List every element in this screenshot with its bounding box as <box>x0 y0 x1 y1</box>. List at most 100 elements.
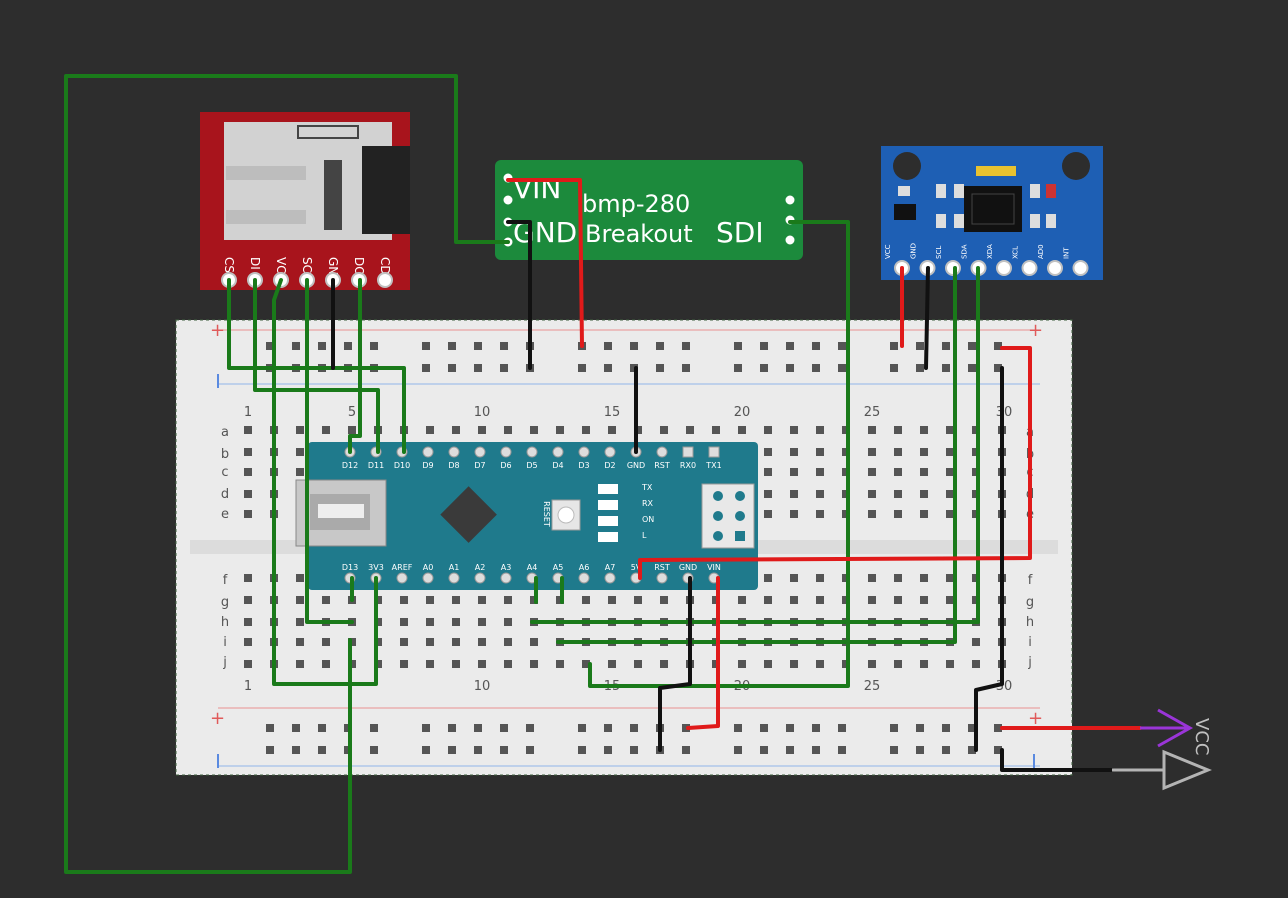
rail-hole[interactable] <box>994 342 1002 350</box>
breadboard-hole[interactable] <box>634 596 642 604</box>
breadboard-hole[interactable] <box>582 596 590 604</box>
breadboard-hole[interactable] <box>816 596 824 604</box>
breadboard-hole[interactable] <box>946 510 954 518</box>
breadboard-hole[interactable] <box>530 660 538 668</box>
breadboard-hole[interactable] <box>426 638 434 646</box>
breadboard-hole[interactable] <box>894 468 902 476</box>
rail-hole[interactable] <box>578 724 586 732</box>
breadboard-hole[interactable] <box>920 510 928 518</box>
breadboard-hole[interactable] <box>764 426 772 434</box>
rail-hole[interactable] <box>500 724 508 732</box>
rail-hole[interactable] <box>838 364 846 372</box>
nano-pin-d8[interactable] <box>448 446 460 458</box>
breadboard-hole[interactable] <box>816 510 824 518</box>
rail-hole[interactable] <box>682 746 690 754</box>
breadboard-hole[interactable] <box>738 596 746 604</box>
nano-pin-a2[interactable] <box>474 572 486 584</box>
breadboard-hole[interactable] <box>816 574 824 582</box>
rail-hole[interactable] <box>786 746 794 754</box>
imu-pin-ad0[interactable] <box>1047 260 1063 276</box>
breadboard-hole[interactable] <box>634 660 642 668</box>
rail-hole[interactable] <box>968 342 976 350</box>
breadboard-hole[interactable] <box>296 574 304 582</box>
breadboard-hole[interactable] <box>296 448 304 456</box>
breadboard-hole[interactable] <box>244 510 252 518</box>
breadboard-hole[interactable] <box>426 618 434 626</box>
rail-hole[interactable] <box>838 724 846 732</box>
breadboard-hole[interactable] <box>296 426 304 434</box>
breadboard-hole[interactable] <box>894 448 902 456</box>
breadboard-hole[interactable] <box>426 596 434 604</box>
breadboard-hole[interactable] <box>504 596 512 604</box>
breadboard-hole[interactable] <box>660 426 668 434</box>
rail-hole[interactable] <box>526 746 534 754</box>
rail-hole[interactable] <box>318 342 326 350</box>
breadboard-hole[interactable] <box>946 490 954 498</box>
wire-green[interactable] <box>348 278 362 454</box>
nano-pin-rx0[interactable] <box>682 446 694 458</box>
breadboard-hole[interactable] <box>816 660 824 668</box>
rail-hole[interactable] <box>838 342 846 350</box>
rail-hole[interactable] <box>812 364 820 372</box>
breadboard-hole[interactable] <box>972 638 980 646</box>
breadboard-hole[interactable] <box>946 426 954 434</box>
rail-hole[interactable] <box>500 342 508 350</box>
wire-green[interactable] <box>272 278 378 686</box>
breadboard-hole[interactable] <box>244 490 252 498</box>
breadboard-hole[interactable] <box>946 574 954 582</box>
rail-hole[interactable] <box>370 342 378 350</box>
breadboard-hole[interactable] <box>790 510 798 518</box>
breadboard-hole[interactable] <box>244 618 252 626</box>
rail-hole[interactable] <box>786 724 794 732</box>
breadboard-hole[interactable] <box>608 426 616 434</box>
breadboard-hole[interactable] <box>764 596 772 604</box>
breadboard-hole[interactable] <box>764 490 772 498</box>
rail-hole[interactable] <box>318 746 326 754</box>
wire-green[interactable] <box>64 74 510 874</box>
rail-hole[interactable] <box>474 746 482 754</box>
rail-hole[interactable] <box>786 342 794 350</box>
breadboard-hole[interactable] <box>920 574 928 582</box>
breadboard-hole[interactable] <box>790 468 798 476</box>
rail-hole[interactable] <box>994 724 1002 732</box>
breadboard-hole[interactable] <box>868 510 876 518</box>
rail-hole[interactable] <box>942 746 950 754</box>
breadboard-hole[interactable] <box>764 510 772 518</box>
breadboard-hole[interactable] <box>322 638 330 646</box>
rail-hole[interactable] <box>474 364 482 372</box>
breadboard-hole[interactable] <box>556 660 564 668</box>
breadboard-hole[interactable] <box>556 426 564 434</box>
breadboard-hole[interactable] <box>244 596 252 604</box>
wire-black[interactable] <box>924 266 930 370</box>
rail-hole[interactable] <box>448 342 456 350</box>
breadboard-hole[interactable] <box>452 638 460 646</box>
rail-hole[interactable] <box>656 364 664 372</box>
breadboard-hole[interactable] <box>478 638 486 646</box>
breadboard-hole[interactable] <box>660 596 668 604</box>
breadboard-hole[interactable] <box>868 426 876 434</box>
breadboard-hole[interactable] <box>478 596 486 604</box>
rail-hole[interactable] <box>630 724 638 732</box>
rail-hole[interactable] <box>448 746 456 754</box>
breadboard-hole[interactable] <box>296 660 304 668</box>
sd-pin-cd[interactable] <box>377 272 393 288</box>
breadboard-hole[interactable] <box>920 596 928 604</box>
nano-pin-rst[interactable] <box>656 446 668 458</box>
breadboard-hole[interactable] <box>816 490 824 498</box>
rail-hole[interactable] <box>448 364 456 372</box>
bmp-pin[interactable] <box>784 194 796 206</box>
rail-hole[interactable] <box>734 342 742 350</box>
wire-black[interactable] <box>974 366 1004 752</box>
breadboard-hole[interactable] <box>426 660 434 668</box>
breadboard-hole[interactable] <box>244 426 252 434</box>
rail-hole[interactable] <box>422 364 430 372</box>
breadboard-hole[interactable] <box>868 596 876 604</box>
breadboard-hole[interactable] <box>296 638 304 646</box>
wire-black[interactable] <box>506 220 532 370</box>
rail-hole[interactable] <box>422 746 430 754</box>
nano-pin-d9[interactable] <box>422 446 434 458</box>
rail-hole[interactable] <box>370 746 378 754</box>
breadboard-hole[interactable] <box>582 660 590 668</box>
rail-hole[interactable] <box>812 746 820 754</box>
rail-hole[interactable] <box>474 724 482 732</box>
